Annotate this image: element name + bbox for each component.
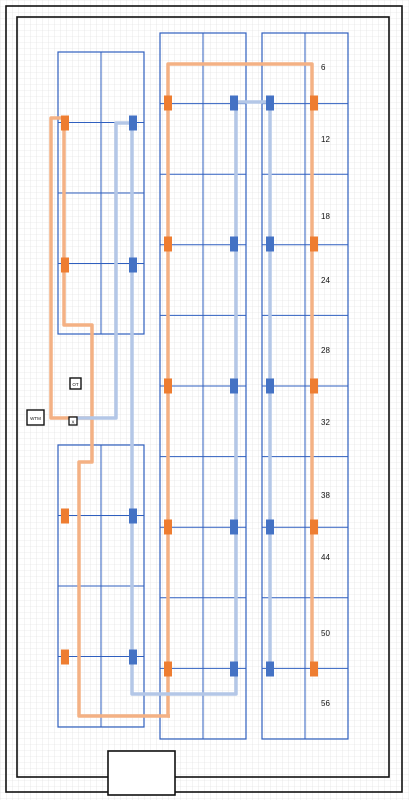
connection-marker	[129, 115, 137, 131]
row-label: 50	[321, 629, 330, 638]
row-label: 44	[321, 553, 330, 562]
wtm-box-label: WTM	[30, 416, 41, 421]
connection-marker	[61, 508, 69, 524]
connection-marker	[310, 236, 318, 252]
connection-marker	[129, 508, 137, 524]
panel-block-3	[159, 32, 247, 740]
row-label: 32	[321, 418, 330, 427]
wtm-box	[26, 409, 45, 426]
panel-block-4	[261, 32, 349, 740]
connection-marker	[266, 519, 274, 535]
connection-marker	[266, 661, 274, 677]
row-labels: 6 12 18 24 28 32 38 44 50 56	[321, 63, 330, 708]
panel-blocks	[57, 32, 349, 740]
connection-marker	[164, 378, 172, 394]
connection-marker	[230, 378, 238, 394]
row-label: 6	[321, 63, 326, 72]
connection-marker	[266, 95, 274, 111]
row-label: 12	[321, 135, 330, 144]
connection-marker	[310, 519, 318, 535]
connection-markers	[61, 95, 318, 677]
connection-marker	[310, 378, 318, 394]
small-device-label: X	[71, 420, 74, 425]
panel-block-2	[57, 444, 145, 728]
orange-route-left	[49, 116, 170, 718]
row-label: 24	[321, 276, 330, 285]
entrance-box	[107, 750, 176, 796]
blue-route-lower	[130, 100, 272, 696]
inner-boundary	[16, 16, 390, 778]
connection-marker	[266, 236, 274, 252]
connection-marker	[230, 519, 238, 535]
connection-marker	[310, 95, 318, 111]
connection-marker	[230, 661, 238, 677]
connection-marker	[61, 649, 69, 665]
small-device-box	[68, 416, 78, 426]
connection-marker	[61, 257, 69, 273]
outer-boundary	[5, 5, 403, 793]
row-label: 38	[321, 491, 330, 500]
blue-route-left	[74, 121, 132, 420]
connection-marker	[310, 661, 318, 677]
row-label: 56	[321, 699, 330, 708]
connection-marker	[230, 95, 238, 111]
orange-route-branch	[62, 123, 94, 418]
connection-marker	[230, 236, 238, 252]
connection-marker	[129, 649, 137, 665]
connection-marker	[164, 95, 172, 111]
connection-marker	[61, 115, 69, 131]
row-label: 28	[321, 346, 330, 355]
connection-marker	[164, 661, 172, 677]
connection-marker	[164, 236, 172, 252]
row-label: 18	[321, 212, 330, 221]
ot-box	[69, 377, 82, 390]
connection-marker	[164, 519, 172, 535]
connection-marker	[266, 378, 274, 394]
ot-box-label: OT	[72, 382, 79, 387]
connection-marker	[129, 257, 137, 273]
orange-route-right	[166, 62, 314, 718]
